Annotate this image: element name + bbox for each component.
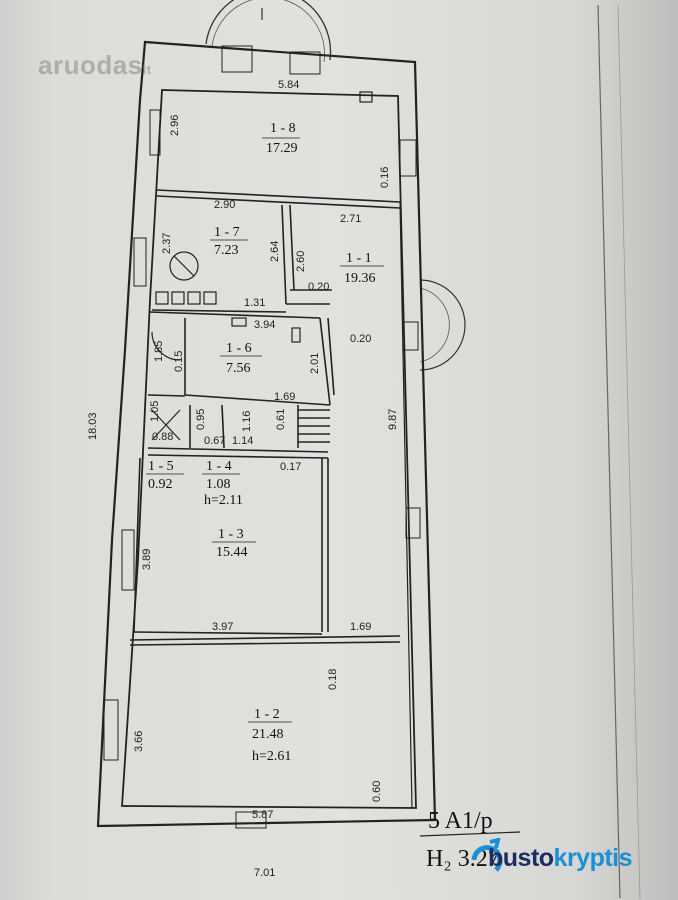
watermark-suffix: lt xyxy=(142,62,152,77)
room-labels: 1 - 8 17.29 1 - 7 7.23 1 - 1 19.36 1 - 6… xyxy=(146,121,384,764)
room-1-6-area: 7.56 xyxy=(226,361,251,376)
top-arc xyxy=(205,0,332,61)
dim-r15-b: 0.88 xyxy=(152,431,173,443)
room-1-7-id: 1 - 7 xyxy=(214,225,240,240)
dim-r11-left: 2.60 xyxy=(295,251,307,272)
brand-part-2: kryptis xyxy=(553,844,633,872)
room-1-5-id: 1 - 5 xyxy=(148,459,174,474)
dim-r11-top: 2.71 xyxy=(340,213,361,225)
room-1-2-height: h=2.61 xyxy=(252,749,291,764)
dim-r16-bottom: 1.69 xyxy=(274,391,295,403)
room-1-2-id: 1 - 2 xyxy=(254,707,280,722)
brand-part-1: busto xyxy=(488,844,554,872)
room-1-3-area: 15.44 xyxy=(216,545,248,560)
room-1-8-area: 17.29 xyxy=(266,141,298,156)
dim-r12-right: 0.60 xyxy=(371,781,383,802)
dim-r14-c: 0.67 xyxy=(204,435,225,447)
room-1-5-area: 0.92 xyxy=(148,477,173,492)
dim-r17-bottom: 1.31 xyxy=(244,297,265,309)
room-1-3-id: 1 - 3 xyxy=(218,527,244,542)
room-1-7-area: 7.23 xyxy=(214,243,239,258)
dim-total-bottom: 7.01 xyxy=(254,867,275,879)
side-arc xyxy=(419,279,466,371)
dim-r17-top: 2.90 xyxy=(214,199,235,211)
dim-r12-left: 3.66 xyxy=(133,731,145,752)
brand-mark-icon xyxy=(471,838,503,872)
room-1-8-id: 1 - 8 xyxy=(270,121,296,136)
dim-r18-left: 2.96 xyxy=(169,115,181,136)
sheet-frame-line xyxy=(597,4,621,899)
dim-r15-a: 1.05 xyxy=(149,401,161,422)
room-1-4-id: 1 - 4 xyxy=(206,459,232,474)
dim-r14-b: 1.14 xyxy=(232,435,253,447)
dim-r16-right: 2.01 xyxy=(309,353,321,374)
dim-r12-bottom: 5.87 xyxy=(252,809,273,821)
room-1-4-area: 1.08 xyxy=(206,477,231,492)
sheet-stamp: 5 A1/p H₂ 3.27 xyxy=(419,808,521,872)
watermark-text: aruodas xyxy=(38,50,143,80)
sheet-frame-line-2 xyxy=(617,4,641,899)
room-1-6-id: 1 - 6 xyxy=(226,341,252,356)
outer-walls xyxy=(96,40,437,828)
dim-r13-right: 0.17 xyxy=(280,461,301,473)
dim-corridor-a: 0.20 xyxy=(350,333,371,345)
dim-total-length: 18.03 xyxy=(87,412,99,440)
dim-r12-top: 0.18 xyxy=(327,669,339,690)
room-1-4-height: h=2.11 xyxy=(204,493,243,508)
room-1-1-area: 19.36 xyxy=(344,271,376,286)
dim-top-width: 5.84 xyxy=(278,79,299,91)
dim-r17-right: 2.64 xyxy=(269,241,281,262)
inner-walls xyxy=(129,189,413,809)
room-1-1-id: 1 - 1 xyxy=(346,251,372,266)
watermark: aruodaslt xyxy=(38,50,152,81)
dim-r14-e: 1.16 xyxy=(241,411,253,432)
dim-r17-left: 2.37 xyxy=(161,233,173,254)
brand-logo: bustokryptis xyxy=(470,838,670,882)
stamp-line-2: H₂ 3.27 xyxy=(426,846,500,872)
dim-corridor-length: 9.87 xyxy=(387,409,399,430)
dimension-labels: 5.84 2.96 0.16 2.90 2.37 2.64 1.31 2.71 … xyxy=(87,79,399,879)
side-arc-inner xyxy=(419,287,450,363)
fixtures xyxy=(151,91,373,441)
windows xyxy=(103,45,421,829)
dim-r11-inner: 0.20 xyxy=(308,281,329,293)
dim-r14-d: 0.61 xyxy=(275,409,287,430)
dim-r16-top: 3.94 xyxy=(254,319,275,331)
dim-r16-left: 1.85 xyxy=(153,341,165,362)
dim-corridor-bottom: 1.69 xyxy=(350,621,371,633)
stamp-line-1: 5 A1/p xyxy=(428,808,493,834)
dim-r18-right: 0.16 xyxy=(379,167,391,188)
dim-r13-bottom: 3.97 xyxy=(212,621,233,633)
dim-r16-left-2: 0.15 xyxy=(173,351,185,372)
dim-r13-left: 3.89 xyxy=(141,549,153,570)
brand-name: bustokryptis xyxy=(488,844,633,873)
top-arc-inner xyxy=(211,0,325,63)
dim-r14-a: 0.95 xyxy=(195,409,207,430)
room-1-2-area: 21.48 xyxy=(252,727,284,742)
